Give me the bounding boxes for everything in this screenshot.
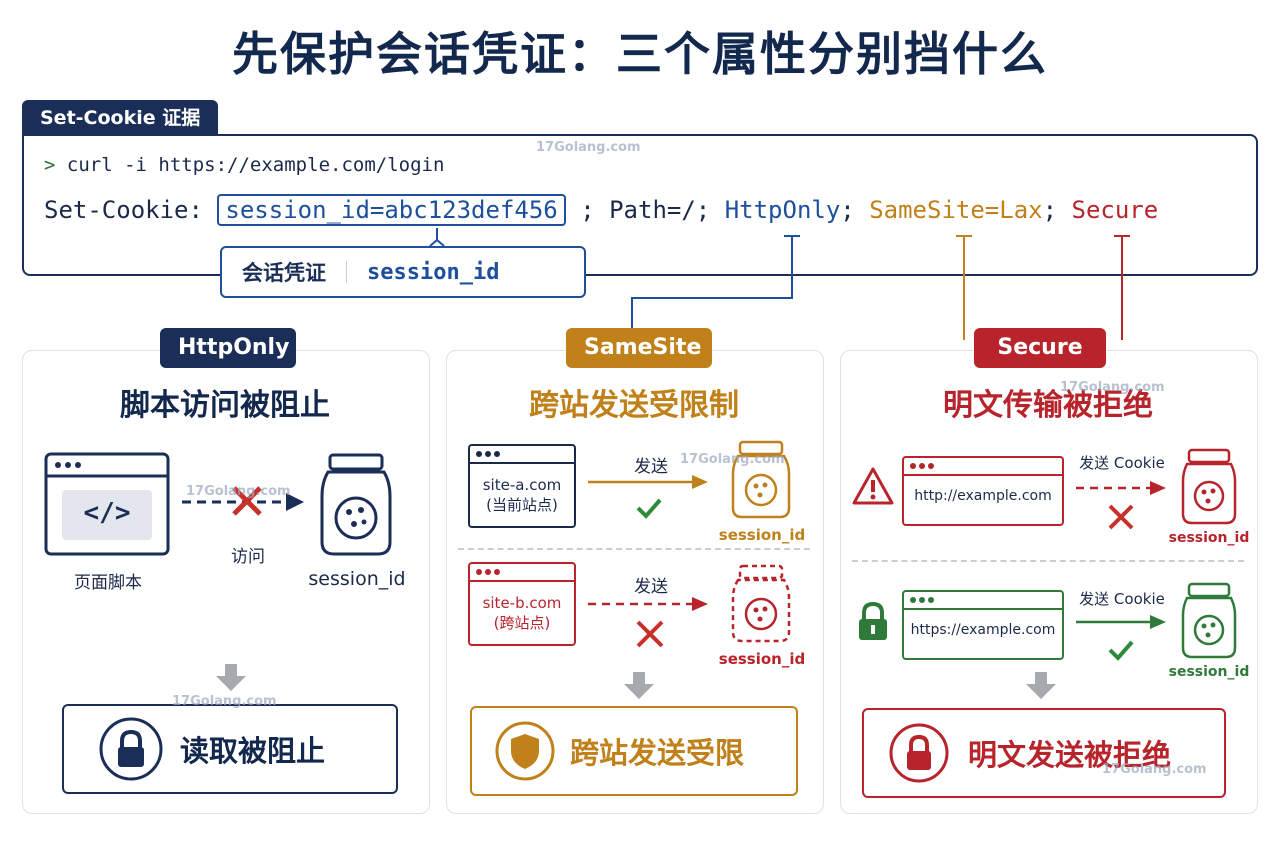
code-icon: </> (83, 498, 131, 528)
curl-command: > curl -i https://example.com/login (44, 154, 444, 176)
site-a-titlebar (470, 446, 574, 464)
httponly-title: 脚本访问被阻止 (120, 388, 330, 423)
samesite-jar-b-label: session_id (718, 650, 806, 668)
connector-lines (429, 228, 1130, 340)
cookie-jar-http-icon (1181, 448, 1237, 525)
cookie-jar-icon (320, 453, 392, 556)
semicolon-2: ; (1042, 196, 1058, 224)
send-b-arrow (588, 597, 708, 648)
send-http-label: 发送 Cookie (1079, 454, 1165, 472)
site-a-note: (当前站点) (486, 496, 558, 514)
script-label: 页面脚本 (74, 573, 142, 593)
samesite-divider (458, 548, 810, 550)
secure-connector (1114, 235, 1130, 340)
samesite-result-text: 跨站发送受限 (570, 736, 745, 770)
down-arrow-icon (624, 672, 654, 699)
httponly-jar-label: session_id (308, 568, 406, 590)
send-https-label: 发送 Cookie (1079, 590, 1165, 608)
access-label: 访问 (231, 547, 265, 567)
secure-divider (852, 560, 1244, 562)
access-arrow (182, 486, 304, 516)
browser-window-icon (44, 452, 170, 556)
check-icon (1108, 640, 1134, 661)
secure-jar-http-label: session_id (1168, 530, 1250, 546)
site-b-window: site-b.com (跨站点) (468, 562, 576, 646)
samesite-badge: SameSite (566, 328, 712, 368)
cookie-jar-a-icon (731, 440, 791, 519)
secure-result-text: 明文发送被拒绝 (968, 738, 1172, 772)
send-a-label: 发送 (634, 457, 668, 477)
session-pair-box: session_id=abc123def456 (217, 194, 566, 226)
secure-badge: Secure (974, 328, 1106, 368)
credential-value: session_id (367, 259, 500, 285)
credential-label-box: 会话凭证 session_id (220, 246, 586, 298)
send-a-arrow (588, 475, 708, 519)
watermark: 17Golang.com (680, 452, 785, 467)
httponly-result-text: 读取被阻止 (180, 734, 326, 768)
https-window: https://example.com (902, 590, 1064, 660)
send-https-arrow (1076, 615, 1166, 661)
httponly-attr: HttpOnly (724, 196, 841, 224)
semicolon-1: ; (840, 196, 855, 224)
send-http-arrow (1076, 481, 1166, 530)
shield-icon (495, 721, 555, 781)
http-url: http://example.com (914, 488, 1052, 504)
samesite-title: 跨站发送受限制 (529, 388, 739, 423)
site-b-titlebar (470, 564, 574, 582)
cookie-jar-b-icon (731, 564, 791, 643)
site-a-domain: site-a.com (482, 476, 562, 494)
secure-title: 明文传输被拒绝 (943, 388, 1153, 423)
watermark: 17Golang.com (186, 484, 291, 499)
secure-attr: Secure (1071, 196, 1159, 224)
credential-label: 会话凭证 (242, 261, 326, 285)
httponly-connector (631, 235, 800, 328)
warning-icon (852, 467, 894, 505)
down-arrow-icon (216, 664, 246, 691)
samesite-connector (956, 235, 972, 340)
samesite-jar-a-label: session_id (718, 526, 806, 544)
lock-icon (889, 723, 949, 783)
cross-icon (636, 620, 664, 648)
path-part: ; Path=/; (580, 196, 711, 224)
evidence-tab: Set-Cookie 证据 (22, 100, 219, 136)
http-titlebar (904, 458, 1062, 476)
httponly-badge: HttpOnly (160, 328, 296, 368)
command-text: curl -i https://example.com/login (66, 154, 445, 176)
page-title: 先保护会话凭证：三个属性分别挡什么 (232, 27, 1048, 81)
https-titlebar (904, 592, 1062, 610)
site-a-window: site-a.com (当前站点) (468, 444, 576, 528)
https-url: https://example.com (910, 622, 1056, 638)
check-icon (636, 498, 662, 519)
site-b-domain: site-b.com (482, 594, 562, 612)
samesite-result-box: 跨站发送受限 (470, 706, 798, 796)
credential-divider (346, 261, 347, 283)
httponly-result-box: 读取被阻止 (62, 704, 398, 794)
lock-icon (99, 717, 163, 781)
set-cookie-line: Set-Cookie: session_id=abc123def456 ; Pa… (44, 194, 1158, 226)
send-b-label: 发送 (634, 577, 668, 597)
lock-icon (859, 601, 887, 640)
cross-icon (1108, 504, 1134, 530)
header-name: Set-Cookie: (44, 196, 203, 224)
site-b-note: (跨站点) (493, 614, 551, 632)
down-arrow-icon (1026, 672, 1056, 699)
watermark: 17Golang.com (1060, 380, 1165, 395)
samesite-attr: SameSite=Lax (869, 196, 1043, 224)
cookie-jar-https-icon (1181, 582, 1237, 659)
prompt-glyph: > (44, 154, 56, 176)
watermark: 17Golang.com (536, 140, 641, 155)
secure-result-box: 明文发送被拒绝 (862, 708, 1226, 798)
cross-icon (232, 486, 262, 516)
secure-jar-https-label: session_id (1168, 664, 1250, 680)
watermark: 17Golang.com (172, 694, 277, 709)
watermark: 17Golang.com (1102, 762, 1207, 777)
http-window: http://example.com (902, 456, 1064, 526)
